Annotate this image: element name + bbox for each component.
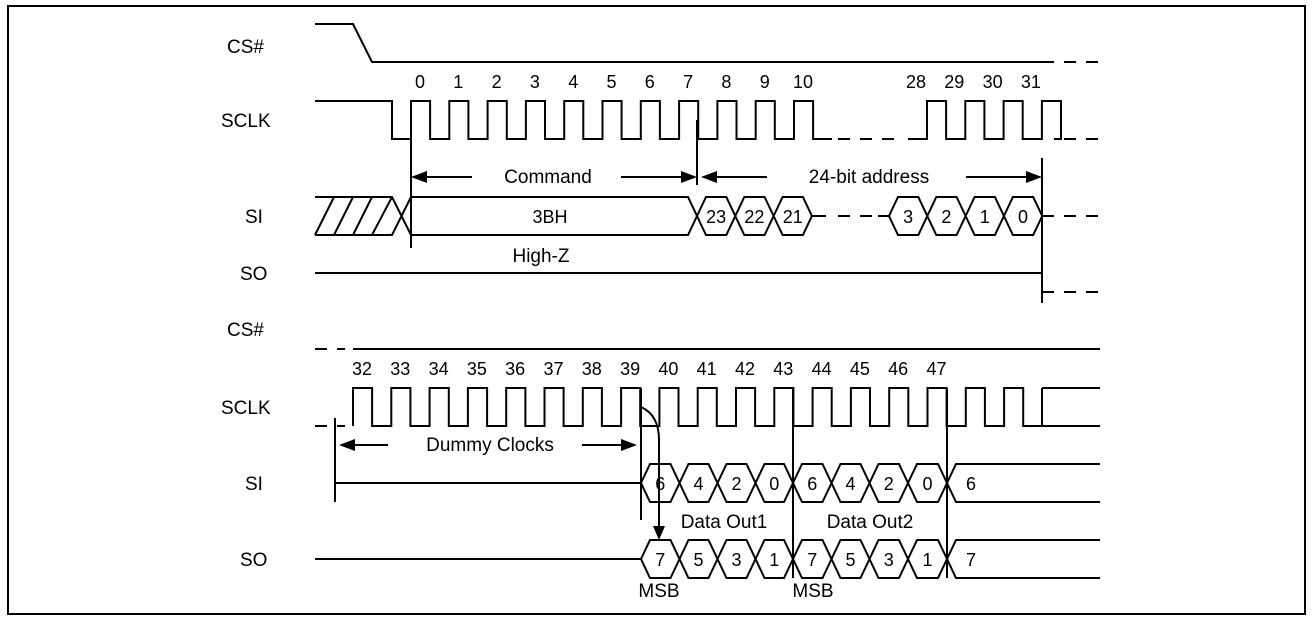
clock-number: 47 <box>926 359 946 379</box>
address-bit-value: 2 <box>941 207 951 227</box>
si-data-bit-value: 6 <box>966 474 976 494</box>
clock-number: 5 <box>606 72 616 92</box>
msb-label: MSB <box>638 581 679 602</box>
si-data-bit-value: 4 <box>693 474 703 494</box>
arrowhead-icon <box>653 526 665 540</box>
clock-number: 38 <box>582 359 602 379</box>
si-data-bit-value: 0 <box>922 474 932 494</box>
msb-label: MSB <box>792 581 833 602</box>
clock-number: 45 <box>850 359 870 379</box>
clock-number: 8 <box>721 72 731 92</box>
signal-label-sclk-2: SCLK <box>221 398 271 419</box>
si-data-bit <box>945 463 1100 503</box>
clock-number: 1 <box>453 72 463 92</box>
clock-number: 37 <box>543 359 563 379</box>
arrowhead-icon <box>621 439 637 451</box>
command-value: 3BH <box>532 207 567 227</box>
si-data-bit-value: 6 <box>807 474 817 494</box>
clock-number: 43 <box>773 359 793 379</box>
clock-number: 31 <box>1021 72 1041 92</box>
clock-number: 7 <box>683 72 693 92</box>
so-data-bit-value: 1 <box>769 550 779 570</box>
address-bits-high: 23 22 21 <box>695 196 814 236</box>
data-out2-label: Data Out2 <box>827 512 914 533</box>
sclk-pulses <box>908 100 1062 140</box>
address-bits-low: 3 2 1 0 <box>887 196 1044 236</box>
signal-label-si-2: SI <box>245 474 263 495</box>
address-bit-value: 0 <box>1018 207 1028 227</box>
address-bit-value: 23 <box>706 207 726 227</box>
clock-number: 30 <box>983 72 1003 92</box>
address-label: 24-bit address <box>809 167 929 188</box>
clock-number: 28 <box>906 72 926 92</box>
so-data-bit-value: 1 <box>922 550 932 570</box>
si-data-bits: 6 4 2 0 6 4 2 0 6 <box>639 463 1100 503</box>
address-bit-value: 21 <box>783 207 803 227</box>
clock-number: 44 <box>812 359 832 379</box>
clock-number: 34 <box>429 359 449 379</box>
clock-number: 33 <box>390 359 410 379</box>
signal-label-so: SO <box>240 264 267 285</box>
diagram-frame <box>7 5 1306 615</box>
signal-label-cs: CS# <box>227 37 264 58</box>
cs-waveform <box>315 23 1054 63</box>
so-data-bits: 7 5 3 1 7 5 3 1 7 <box>639 539 1100 579</box>
clock-numbers-2: 32 33 34 35 36 37 38 39 40 41 42 43 44 45 46 47 <box>352 359 947 379</box>
sclk-waveform-2 <box>352 387 1100 427</box>
so-data-bit <box>945 539 1100 579</box>
sclk-end <box>1041 387 1100 427</box>
clock-number: 35 <box>467 359 487 379</box>
clock-number: 46 <box>888 359 908 379</box>
clock-number: 9 <box>760 72 770 92</box>
signal-label-sclk: SCLK <box>221 111 271 132</box>
clock-number: 32 <box>352 359 372 379</box>
dummy-clocks-label: Dummy Clocks <box>426 435 554 456</box>
sclk-pulses <box>315 100 832 140</box>
si-dont-care <box>314 196 412 236</box>
clock-numbers: 0 1 2 3 4 5 6 7 8 9 10 28 29 30 31 <box>415 72 1041 92</box>
so-data-bit-value: 5 <box>693 550 703 570</box>
clock-number: 36 <box>505 359 525 379</box>
clock-number: 40 <box>658 359 678 379</box>
si-data-bit-value: 6 <box>655 474 665 494</box>
so-data-bit-value: 7 <box>807 550 817 570</box>
clock-number: 42 <box>735 359 755 379</box>
address-bit-value: 22 <box>744 207 764 227</box>
clock-number: 2 <box>492 72 502 92</box>
signal-label-so-2: SO <box>240 550 267 571</box>
clock-number: 4 <box>568 72 578 92</box>
so-data-bit-value: 7 <box>966 550 976 570</box>
data-out1-label: Data Out1 <box>681 512 768 533</box>
arrowhead-icon <box>411 171 427 183</box>
clock-number: 3 <box>530 72 540 92</box>
clock-number: 10 <box>793 72 813 92</box>
so-data-bit-value: 7 <box>655 550 665 570</box>
si-data-bit-value: 0 <box>769 474 779 494</box>
clock-to-data-arrow <box>640 406 660 532</box>
sclk-waveform <box>315 100 1062 140</box>
arrowhead-icon <box>681 171 697 183</box>
so-data-bit-value: 3 <box>884 550 894 570</box>
clock-number: 41 <box>697 359 717 379</box>
address-bit-value: 3 <box>903 207 913 227</box>
so-data-bit-value: 5 <box>845 550 855 570</box>
command-label: Command <box>504 167 592 188</box>
signal-label-cs-2: CS# <box>227 320 264 341</box>
si-data-bit-value: 4 <box>845 474 855 494</box>
clock-number: 29 <box>944 72 964 92</box>
signal-label-si: SI <box>245 207 263 228</box>
clock-number: 39 <box>620 359 640 379</box>
arrowhead-icon <box>1026 171 1042 183</box>
so-data-bit-value: 3 <box>731 550 741 570</box>
clock-number: 0 <box>415 72 425 92</box>
si-data-bit-value: 2 <box>884 474 894 494</box>
sclk-pulses <box>352 387 1043 427</box>
si-data-bit-value: 2 <box>731 474 741 494</box>
clock-number: 6 <box>645 72 655 92</box>
address-bit-value: 1 <box>980 207 990 227</box>
so-high-z-label: High-Z <box>512 246 569 267</box>
